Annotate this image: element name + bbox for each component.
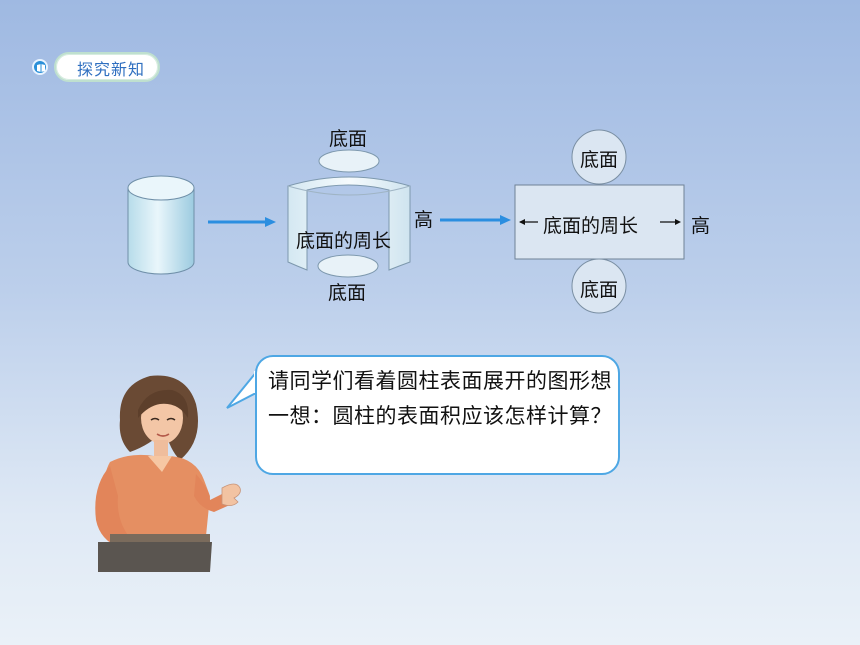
tag-label: 探究新知 — [76, 60, 145, 79]
net-rect-height-label: 高 — [691, 215, 711, 237]
arrow-right-icon — [440, 215, 511, 225]
cylinder — [127, 175, 195, 275]
cylinder-net — [514, 129, 685, 314]
teacher-illustration — [95, 375, 241, 572]
speech-bubble — [255, 355, 620, 475]
cylinder-height-label: 高 — [414, 209, 434, 231]
cylinder-bottom-base-label: 底面 — [328, 282, 367, 304]
net-bottom-circle-label: 底面 — [580, 279, 619, 301]
book-icon — [32, 59, 48, 75]
net-top-circle-label: 底面 — [580, 149, 619, 171]
tag-pill — [54, 52, 160, 82]
cylinder-top-base-label: 底面 — [329, 128, 368, 150]
net-rect-width-label: 底面的周长 — [543, 215, 639, 237]
arrow-right-icon — [208, 217, 276, 227]
unfolding-cylinder — [287, 149, 411, 278]
speech-text: 请同学们看着圆柱表面展开的图形想一想：圆柱的表面积应该怎样计算？ — [268, 369, 612, 428]
section-tag: 探究新知 — [32, 50, 164, 84]
speech-bubble-tail — [226, 367, 259, 409]
cylinder-lateral-label: 底面的周长 — [296, 230, 392, 252]
